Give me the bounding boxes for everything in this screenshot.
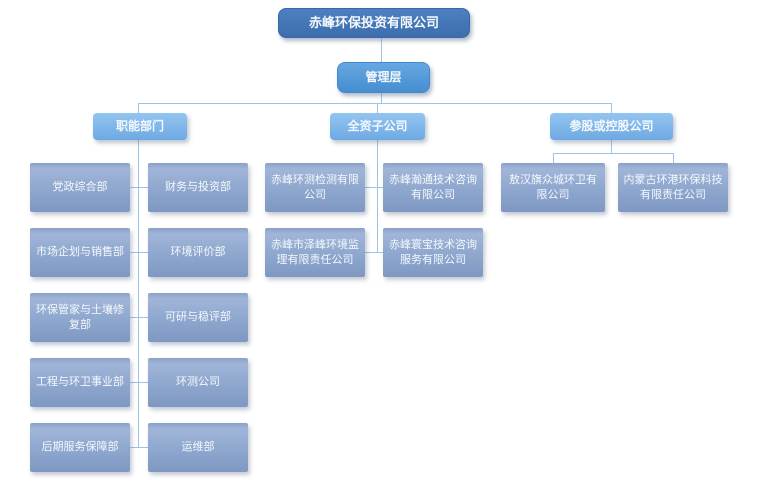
leaf-node: 赤峰瀚通技术咨询有限公司 [383,163,483,212]
connector-stub-row4 [130,382,148,383]
connector-branch-crossbar [138,103,612,104]
branch-holding-companies: 参股或控股公司 [550,113,673,140]
connector-spine-functional [138,140,139,448]
leaf-node: 环境评价部 [148,228,248,277]
connector-holding-down [611,140,612,154]
connector-stub-sub-row2 [365,252,383,253]
connector-stub-row3 [130,317,148,318]
management-node: 管理层 [337,62,430,93]
leaf-node: 赤峰寰宝技术咨询服务有限公司 [383,228,483,277]
leaf-node: 市场企划与销售部 [30,228,130,277]
leaf-node: 内蒙古环港环保科技有限责任公司 [618,163,728,212]
connector-drop-holding-2 [673,153,674,164]
connector-management-down [381,93,382,103]
leaf-node: 环测公司 [148,358,248,407]
connector-stub-row2 [130,252,148,253]
connector-drop-holding-1 [553,153,554,164]
connector-drop-branch-2 [377,103,378,113]
leaf-node: 工程与环卫事业部 [30,358,130,407]
connector-stub-row5 [130,447,148,448]
leaf-node: 后期服务保障部 [30,423,130,472]
leaf-node: 敖汉旗众城环卫有限公司 [501,163,605,212]
leaf-node: 财务与投资部 [148,163,248,212]
leaf-node: 党政综合部 [30,163,130,212]
leaf-node: 赤峰市泽峰环境监理有限责任公司 [265,228,365,277]
connector-root-to-management [381,38,382,62]
connector-stub-row1 [130,187,148,188]
connector-drop-branch-3 [611,103,612,113]
leaf-node: 可研与稳评部 [148,293,248,342]
leaf-node: 运维部 [148,423,248,472]
root-company-node: 赤峰环保投资有限公司 [278,8,470,38]
leaf-node: 环保管家与土壤修复部 [30,293,130,342]
branch-wholly-owned-subsidiaries: 全资子公司 [330,113,425,140]
connector-stub-sub-row1 [365,187,383,188]
connector-drop-branch-1 [138,103,139,113]
leaf-node: 赤峰环测检测有限公司 [265,163,365,212]
connector-holding-crossbar [553,153,673,154]
connector-spine-subsidiaries [377,140,378,253]
branch-functional-departments: 职能部门 [93,113,187,140]
